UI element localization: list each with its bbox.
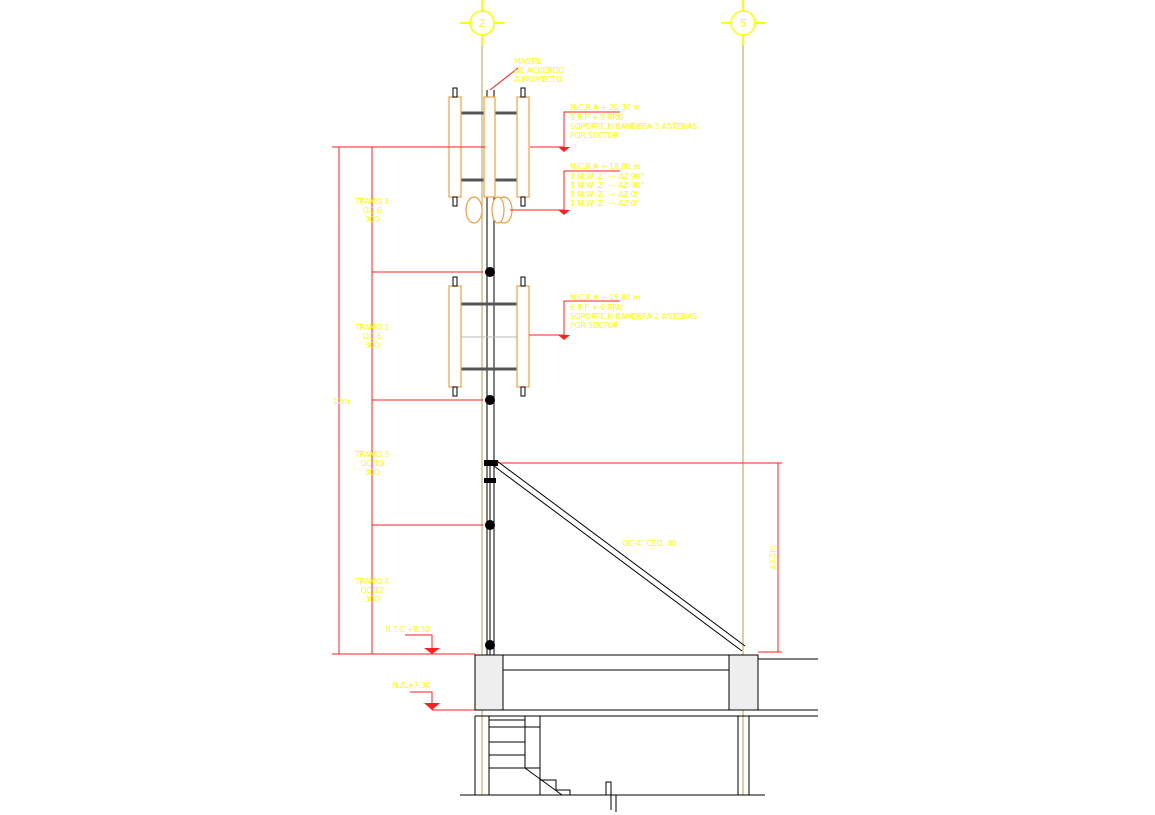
svg-text:6 R.F + 6 RRU: 6 R.F + 6 RRU [570,303,623,312]
building-below [460,716,765,812]
svg-text:DE ACUERDO: DE ACUERDO [514,66,564,75]
svg-text:A PROYECTO: A PROYECTO [514,75,562,84]
svg-text:TRAMO 3: TRAMO 3 [354,450,389,459]
grid-bubble-5: 5 [721,0,765,45]
svg-text:SOPORTE H BANDERA 2 ANTENAS: SOPORTE H BANDERA 2 ANTENAS [570,312,697,321]
svg-text:1 M.W. 2´ — AZ 90°: 1 M.W. 2´ — AZ 90° [570,172,644,181]
mast-note: MASTIL DE ACUERDO A PROYECTO [514,57,564,84]
svg-text:N.T.C.+8.30: N.T.C.+8.30 [385,625,430,634]
svg-text:SOPORTE H BANDERA 3 ANTENAS: SOPORTE H BANDERA 3 ANTENAS [570,122,697,131]
svg-text:300: 300 [365,595,380,604]
svg-text:N.C.R.A + 18.80 m: N.C.R.A + 18.80 m [570,162,640,171]
grid-bubble-2: 2 [460,0,504,45]
svg-text:300: 300 [365,468,380,477]
lower-antenna-array [448,276,530,397]
svg-text:1 M.W. 2´ — AZ 0°: 1 M.W. 2´ — AZ 0° [570,190,640,199]
svg-text:5: 5 [740,17,747,30]
svg-text:OC 10: OC 10 [360,459,383,468]
svg-text:TRAMO 2: TRAMO 2 [354,323,389,332]
svg-text:POR SECTOR: POR SECTOR [570,321,618,330]
svg-text:TRAMO 1: TRAMO 1 [354,197,389,206]
brace-height-label: ±3.5m [768,545,777,571]
svg-text:POR SECTOR: POR SECTOR [570,131,618,140]
brace-label: OC-4" CED. 40 [622,539,677,548]
svg-text:OC 6: OC 6 [363,332,382,341]
svg-text:300: 300 [365,341,380,350]
diagonal-brace [493,460,746,652]
svg-text:N.C.R.A + 20.30 m: N.C.R.A + 20.30 m [570,103,640,112]
svg-text:300: 300 [365,215,380,224]
total-height-label: 12m [333,397,350,406]
svg-text:MASTIL: MASTIL [514,57,542,66]
callout-microwave: N.C.R.A + 18.80 m 1 M.W. 2´ — AZ 90° 1 M… [510,162,644,215]
svg-text:N.C.R.A + 15.80 m: N.C.R.A + 15.80 m [570,293,640,302]
microwave-dishes [465,196,513,224]
svg-text:2: 2 [479,17,486,30]
svg-text:9 R.F + 9 RRU: 9 R.F + 9 RRU [570,113,623,122]
svg-text:1 M.W. 2´ — AZ 90°: 1 M.W. 2´ — AZ 90° [570,181,644,190]
svg-text:OC 12: OC 12 [360,586,383,595]
svg-text:N.A.+7.30: N.A.+7.30 [392,681,431,690]
level-na: N.A.+7.30 [392,681,475,711]
dimension-lines [332,67,782,655]
roof-slab [474,654,818,717]
callout-lower-antennas: N.C.R.A + 15.80 m 6 R.F + 6 RRU SOPORTE … [529,293,697,340]
level-ntc: N.T.C.+8.30 [385,625,440,654]
callout-upper-antennas: N.C.R.A + 20.30 m 9 R.F + 9 RRU SOPORTE … [530,103,697,152]
svg-text:1 M.W. 2´ — AZ 0°: 1 M.W. 2´ — AZ 0° [570,199,640,208]
svg-text:OC 6: OC 6 [363,206,382,215]
svg-text:TRAMO 4: TRAMO 4 [354,577,389,586]
